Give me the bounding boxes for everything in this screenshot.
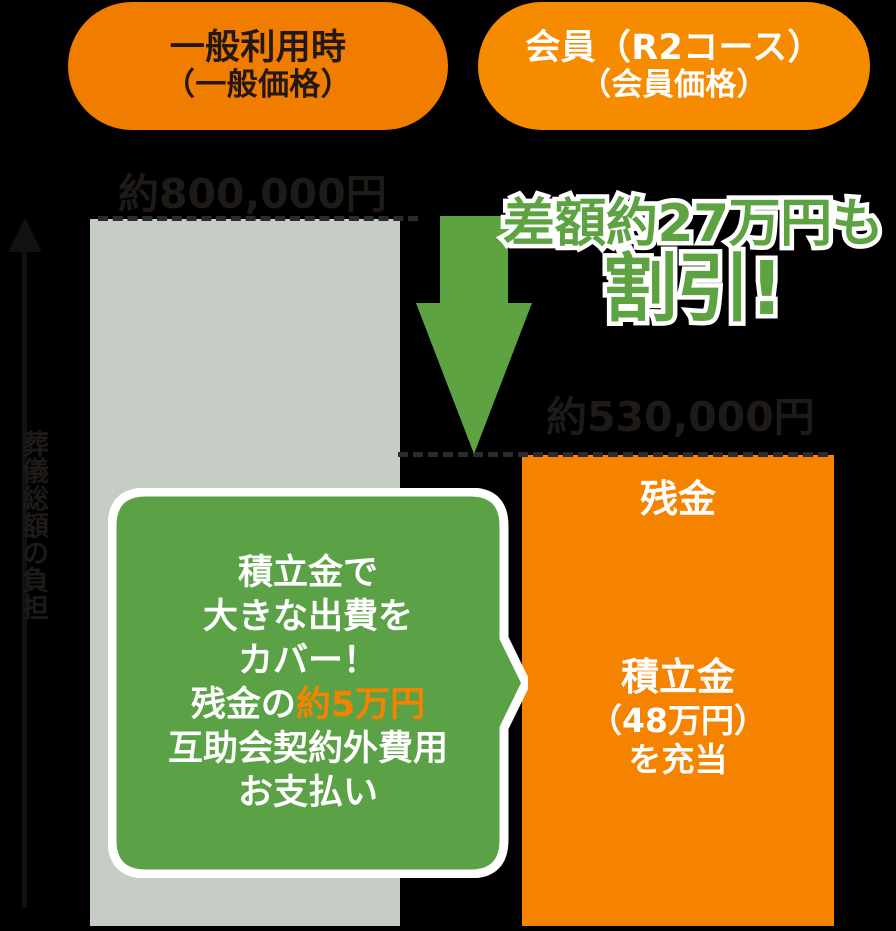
callout-line4-prefix: 残金の xyxy=(190,685,296,725)
callout-bubble: 積立金で 大きな出費を カバー！ 残金の約5万円 互助会契約外費用 お支払い xyxy=(108,488,528,878)
up-arrow-icon xyxy=(8,218,42,252)
callout-line-1: 積立金で xyxy=(237,552,378,593)
guide-line-top xyxy=(98,216,418,221)
callout-text-block: 積立金で 大きな出費を カバー！ 残金の約5万円 互助会契約外費用 お支払い xyxy=(108,488,508,878)
callout-line-6: お支払い xyxy=(237,773,378,814)
callout-line-3: カバー！ xyxy=(237,640,378,681)
callout-line4-highlight: 約5万円 xyxy=(295,685,426,725)
pill-member-line2: （会員価格） xyxy=(580,67,768,104)
price-label-general: 約800,000円 xyxy=(118,170,387,218)
discount-line2: 割引! xyxy=(599,246,788,332)
down-arrow-icon xyxy=(416,216,532,454)
callout-line-4: 残金の約5万円 xyxy=(191,683,425,727)
bar-member-price xyxy=(522,455,834,926)
pill-general-line2: （一般価格） xyxy=(164,67,352,104)
header-pill-member-course: 会員（R2コース） （会員価格） xyxy=(478,2,870,130)
discount-headline: 差額約27万円も 割引! xyxy=(492,194,894,332)
bar-label-savings-applied: 積立金 （48万円） を充当 xyxy=(522,655,834,780)
pill-member-line1: 会員（R2コース） xyxy=(525,28,823,69)
callout-line-2: 大きな出費を xyxy=(202,596,413,637)
price-label-member: 約530,000円 xyxy=(546,393,815,441)
axis-line xyxy=(22,248,27,908)
bar-label-remaining: 残金 xyxy=(639,477,716,521)
savings-line1: 積立金 xyxy=(620,655,735,699)
savings-line2: （48万円） xyxy=(589,700,767,740)
callout-shape xyxy=(108,488,528,878)
savings-line3: を充当 xyxy=(628,740,728,780)
y-axis-label: 葬儀総額の負担 xyxy=(17,430,48,621)
guide-line-bottom xyxy=(398,452,828,457)
callout-line-5: 互助会契約外費用 xyxy=(167,729,448,770)
pill-general-line1: 一般利用時 xyxy=(169,28,347,69)
header-pill-general-use: 一般利用時 （一般価格） xyxy=(68,2,448,130)
discount-line1: 差額約27万円も xyxy=(498,194,888,255)
